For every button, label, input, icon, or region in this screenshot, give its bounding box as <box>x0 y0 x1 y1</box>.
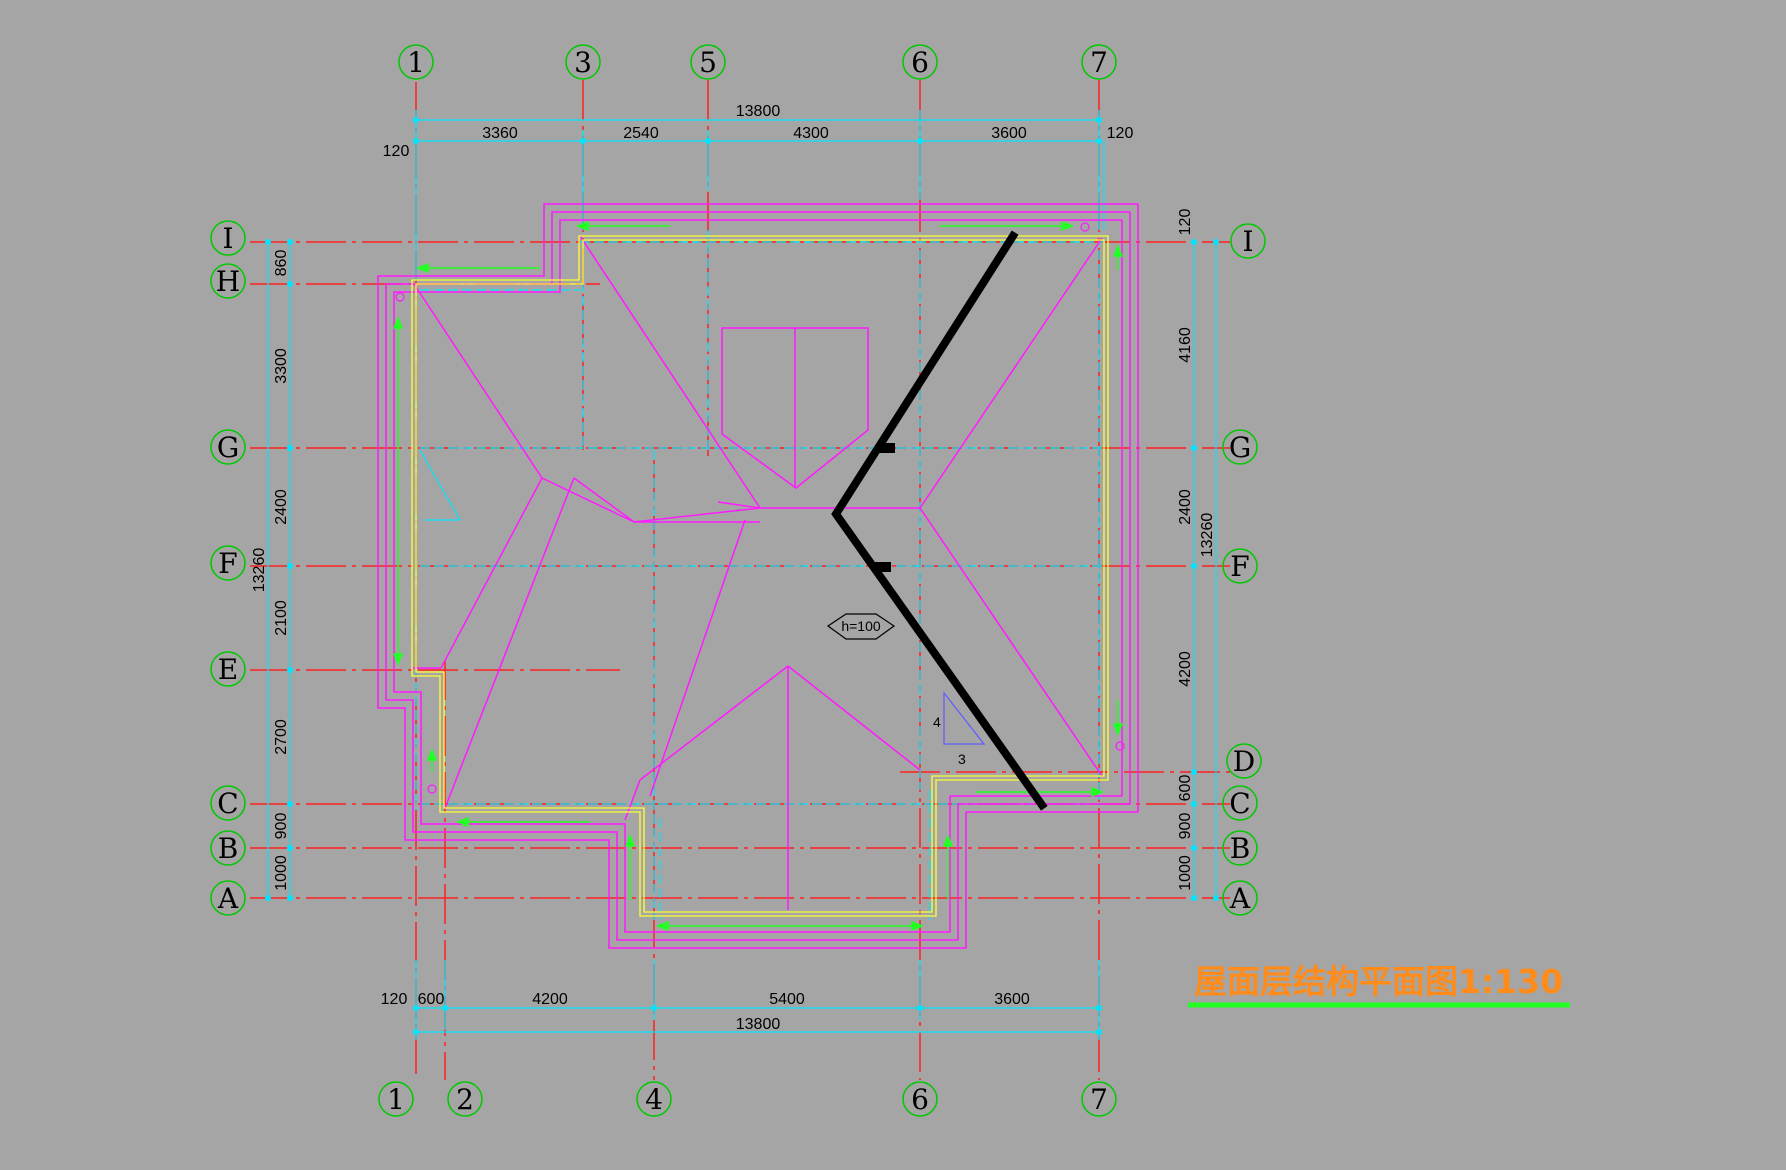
axis-left-6: C <box>217 787 238 820</box>
slope-symbol: 4 3 <box>933 691 986 767</box>
section-cut-line <box>831 230 1048 811</box>
drawing-title: 屋面层结构平面图1:130 <box>1188 962 1570 1008</box>
axis-right-1: Ⅰ <box>1242 225 1253 258</box>
axis-top-3: 5 <box>699 46 717 79</box>
axis-left-7: B <box>218 832 239 865</box>
dim-bottom-seg-3: 5400 <box>769 991 805 1008</box>
dim-top-seg-1: 3360 <box>482 125 518 142</box>
dim-left-seg-4: 2100 <box>273 600 290 636</box>
left-dimensions: 13260 860 3300 2400 2100 2700 900 1000 <box>251 250 290 891</box>
axis-right-7: A <box>1229 882 1251 915</box>
drawing-title-text: 屋面层结构平面图1:130 <box>1194 962 1563 1001</box>
axis-bottom-1: 1 <box>387 1083 405 1116</box>
dim-left-total: 13260 <box>251 548 268 593</box>
dim-top-edge-right: 120 <box>1107 125 1134 142</box>
slope-rise: 4 <box>933 714 941 730</box>
dim-right-total: 13260 <box>1199 513 1216 558</box>
dim-bottom-seg-1: 600 <box>418 991 445 1008</box>
axis-left-8: A <box>217 882 239 915</box>
axis-right-2: G <box>1229 431 1251 464</box>
bottom-dimensions: 120 600 4200 5400 3600 13800 <box>381 991 1030 1033</box>
axis-bubbles-right: Ⅰ G F D C B A <box>1222 223 1266 916</box>
slab-edge <box>411 235 1109 917</box>
right-dimensions: 13260 120 4160 2400 4200 600 900 1000 <box>1177 209 1216 891</box>
dim-left-seg-3: 2400 <box>273 489 290 525</box>
dim-bottom-seg-4: 3600 <box>994 991 1030 1008</box>
axis-left-5: E <box>218 653 238 686</box>
axis-right-5: C <box>1229 787 1250 820</box>
axis-bottom-3: 4 <box>645 1083 663 1116</box>
dim-top-seg-4: 3600 <box>991 125 1027 142</box>
axis-top-5: 7 <box>1090 46 1108 79</box>
dim-top-seg-2: 2540 <box>623 125 659 142</box>
dim-right-seg-7: 1000 <box>1177 855 1194 891</box>
axis-left-2: H <box>216 265 240 298</box>
axis-right-3: F <box>1230 550 1249 583</box>
dim-right-seg-6: 900 <box>1177 813 1194 840</box>
slope-run: 3 <box>958 751 966 767</box>
dim-left-seg-2: 3300 <box>273 348 290 384</box>
axis-top-1: 1 <box>407 46 425 79</box>
dim-right-seg-1: 120 <box>1177 209 1194 236</box>
axis-bubbles-bottom: 1 2 4 6 7 <box>378 1081 1117 1117</box>
dim-right-seg-2: 4160 <box>1177 327 1194 363</box>
dim-left-seg-1: 860 <box>273 250 290 277</box>
dim-bottom-edge-left: 120 <box>381 991 408 1008</box>
dimension-lines <box>267 110 1217 1040</box>
axis-left-4: F <box>218 547 237 580</box>
dim-top-edge-left: 120 <box>383 143 410 160</box>
roof-outline <box>377 203 1139 949</box>
axis-right-4: D <box>1233 745 1255 778</box>
axis-left-1: Ⅰ <box>222 222 233 255</box>
axis-left-3: G <box>217 431 239 464</box>
axis-bottom-2: 2 <box>456 1083 474 1116</box>
dim-left-seg-6: 900 <box>273 813 290 840</box>
dim-top-total: 13800 <box>736 103 781 120</box>
dim-right-seg-3: 2400 <box>1177 489 1194 525</box>
axis-bubbles-top: 1 3 5 6 7 <box>398 44 1117 80</box>
top-dimensions: 13800 120 120 3360 2540 4300 3600 <box>383 103 1134 160</box>
axis-top-2: 3 <box>574 46 592 79</box>
axis-bubbles-left: Ⅰ H G F E C B A <box>210 220 246 916</box>
drain-arrows <box>392 220 1124 932</box>
height-tag: h=100 <box>826 613 896 640</box>
axis-bottom-5: 7 <box>1090 1083 1108 1116</box>
drain-points <box>395 222 1125 794</box>
dim-top-seg-3: 4300 <box>793 125 829 142</box>
height-tag-label: h=100 <box>841 618 881 634</box>
axis-top-4: 6 <box>911 46 929 79</box>
dimension-ticks <box>265 117 1219 1035</box>
axis-bottom-4: 6 <box>911 1083 929 1116</box>
dim-left-seg-7: 1000 <box>273 855 290 891</box>
dim-bottom-total: 13800 <box>736 1016 781 1033</box>
dim-bottom-seg-2: 4200 <box>532 991 568 1008</box>
axis-right-6: B <box>1230 832 1251 865</box>
dim-left-seg-5: 2700 <box>273 719 290 755</box>
dim-right-seg-4: 4200 <box>1177 651 1194 687</box>
dim-right-seg-5: 600 <box>1177 775 1194 802</box>
